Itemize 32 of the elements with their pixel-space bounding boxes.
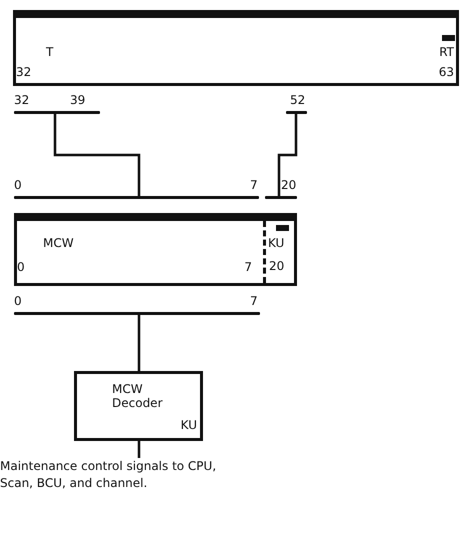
register-label: 0 (17, 261, 25, 275)
bit-number: 39 (70, 94, 86, 108)
bit-number: 52 (290, 94, 306, 108)
bit-number: 20 (281, 179, 296, 193)
register-label: 63 (438, 66, 454, 80)
bit-number: 7 (250, 295, 258, 309)
bus-bar (14, 196, 259, 199)
register-box (14, 213, 297, 286)
register-label: KU (268, 237, 284, 251)
bit-number: 32 (14, 94, 30, 108)
register-label: 32 (16, 66, 32, 80)
register-label: RT (439, 46, 454, 60)
register-label: MCW (43, 237, 74, 251)
connector-line (54, 114, 140, 196)
register-label: MCW Decoder (112, 383, 164, 411)
register-label: KU (180, 419, 197, 433)
bus-bar (14, 111, 100, 114)
bit-number: 0 (14, 179, 22, 193)
bit-number: 7 (250, 179, 258, 193)
connector-line (278, 114, 298, 196)
decoder-box (74, 371, 203, 441)
bus-bar (286, 111, 307, 114)
connector-line (138, 441, 140, 458)
bus-bar (265, 196, 297, 199)
register-label: 7 (244, 261, 252, 275)
register-label: 20 (269, 260, 284, 274)
bit-number: 0 (14, 295, 22, 309)
bus-bar (14, 312, 260, 315)
signal-note: Maintenance control signals to CPU, Scan, BCU, and channel. (0, 458, 240, 492)
register-box (13, 10, 459, 86)
connector-line (138, 315, 140, 371)
register-label: T (46, 46, 54, 60)
